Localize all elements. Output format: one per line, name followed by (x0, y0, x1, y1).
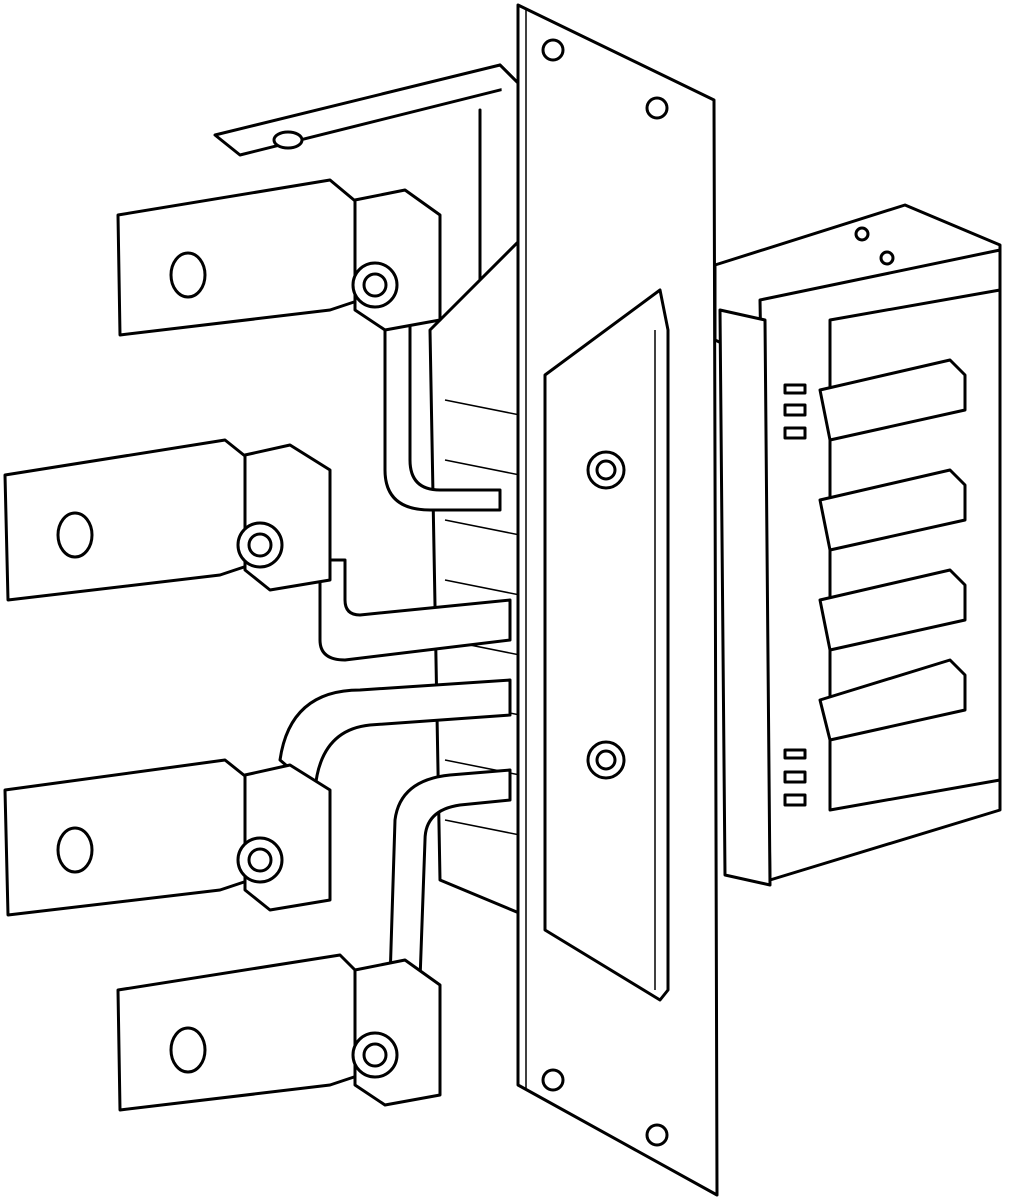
busbar-housing (713, 203, 1002, 887)
plate-hole (645, 1123, 669, 1147)
bus-bars (818, 358, 967, 742)
busbar-lug-2 (3, 438, 332, 602)
busbar-lug-1 (116, 178, 442, 337)
busbar-lug-3 (3, 758, 332, 917)
busbar-lug-4 (116, 953, 442, 1112)
plate-hole (541, 38, 565, 62)
plate-hole (645, 96, 669, 120)
connection-bars (278, 298, 512, 982)
plate-hole (541, 1068, 565, 1092)
front-cover (543, 288, 670, 1002)
